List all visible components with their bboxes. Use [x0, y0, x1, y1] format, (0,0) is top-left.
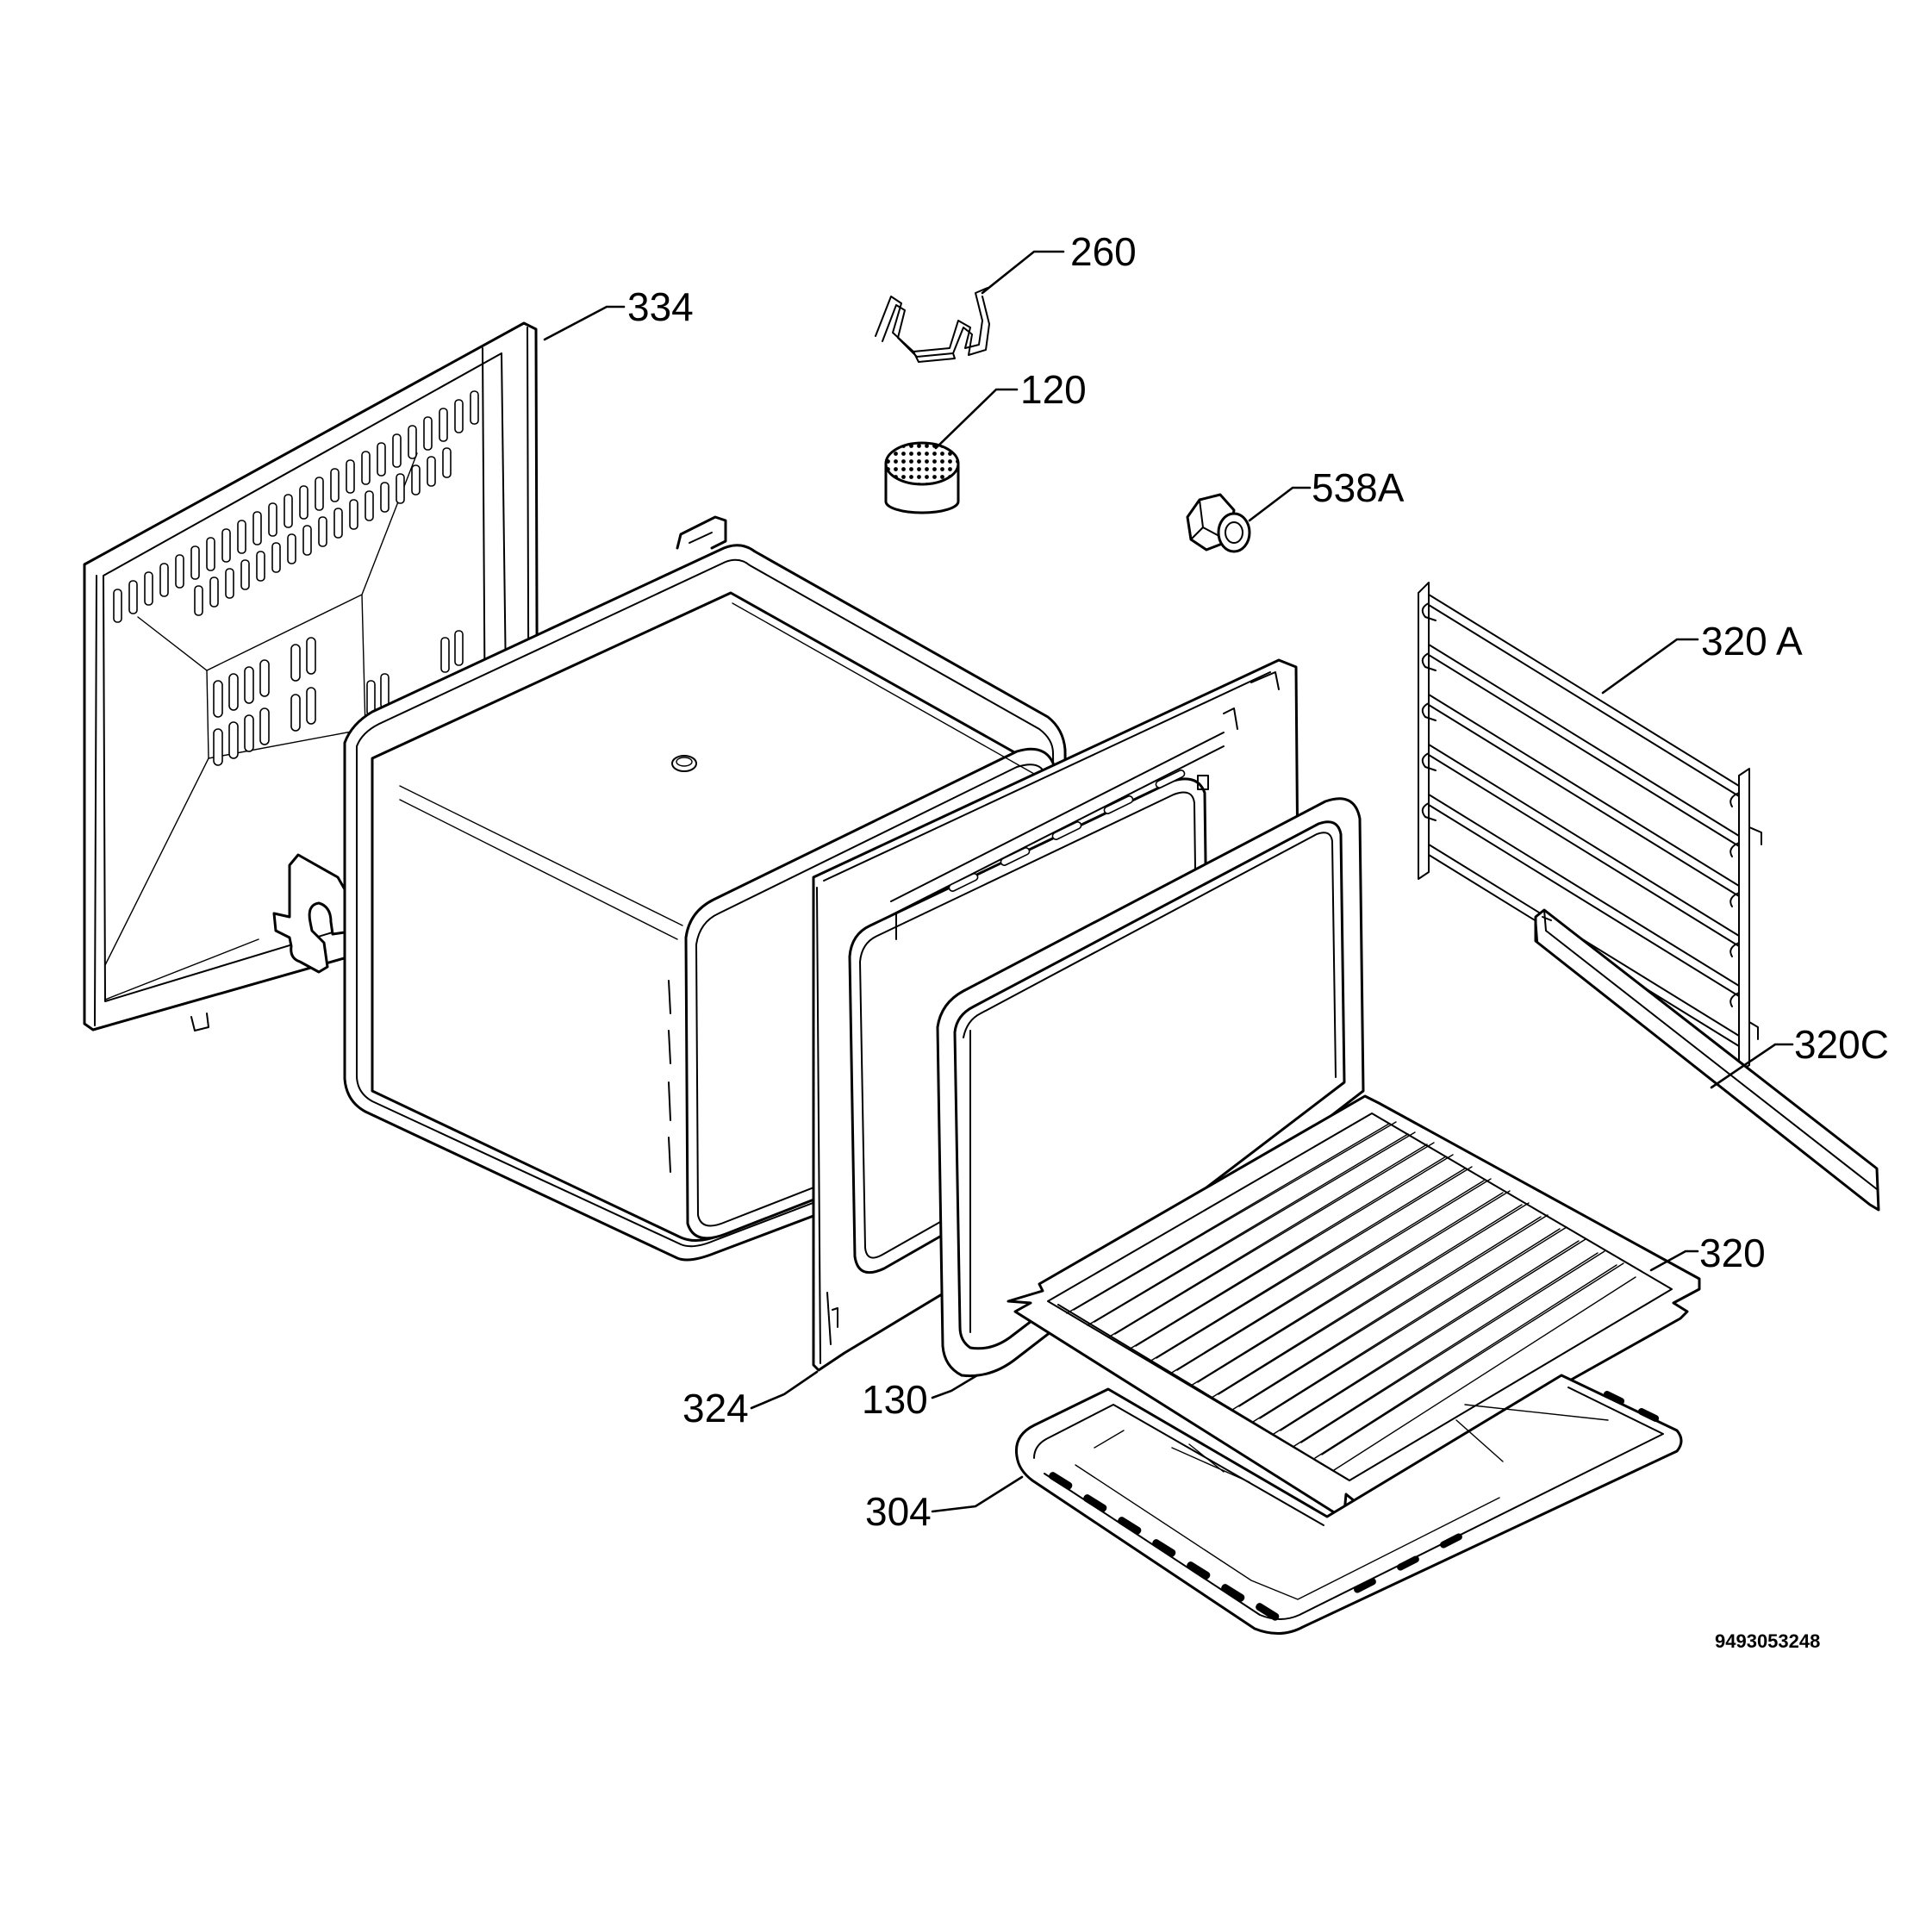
filter-120 — [884, 441, 960, 514]
back-panel-vent-row-2 — [194, 447, 452, 616]
leader-lines — [543, 250, 1794, 1513]
label-260: 260 — [1070, 229, 1137, 274]
leader-320 — [1649, 1250, 1699, 1272]
leader-334 — [543, 305, 626, 341]
label-320a: 320 A — [1701, 619, 1803, 664]
wire-clip-260 — [875, 287, 990, 363]
label-320: 320 — [1699, 1231, 1766, 1275]
leader-320c — [1710, 1043, 1794, 1089]
back-panel-fan-slots — [213, 630, 464, 766]
label-120: 120 — [1020, 367, 1087, 412]
leader-260 — [981, 250, 1065, 295]
rail-320c — [1534, 908, 1880, 1212]
back-panel-vent-row — [113, 390, 479, 623]
leader-130 — [931, 1374, 979, 1399]
label-320c: 320C — [1794, 1022, 1889, 1067]
lamp-holder-538a — [1186, 493, 1251, 553]
shelf-wires — [1066, 1121, 1636, 1471]
leader-304 — [931, 1475, 1024, 1513]
part-labels: 260 334 120 538A 320 A 320C 320 324 130 … — [627, 229, 1889, 1652]
leader-538a — [1248, 486, 1312, 522]
label-324: 324 — [682, 1386, 749, 1430]
document-id: 9493053248 — [1715, 1630, 1820, 1652]
baking-tray-304 — [1014, 1374, 1683, 1635]
label-130: 130 — [862, 1377, 928, 1422]
shelf-rack-320a — [1418, 582, 1762, 1073]
tray-rim-slots — [1049, 1391, 1660, 1621]
label-304: 304 — [865, 1489, 932, 1534]
leader-324 — [750, 1370, 819, 1410]
label-334: 334 — [627, 284, 694, 329]
leader-320a — [1601, 638, 1699, 695]
leader-120 — [934, 388, 1019, 450]
wire-shelf-320 — [1007, 1094, 1701, 1518]
label-538a: 538A — [1312, 465, 1405, 510]
